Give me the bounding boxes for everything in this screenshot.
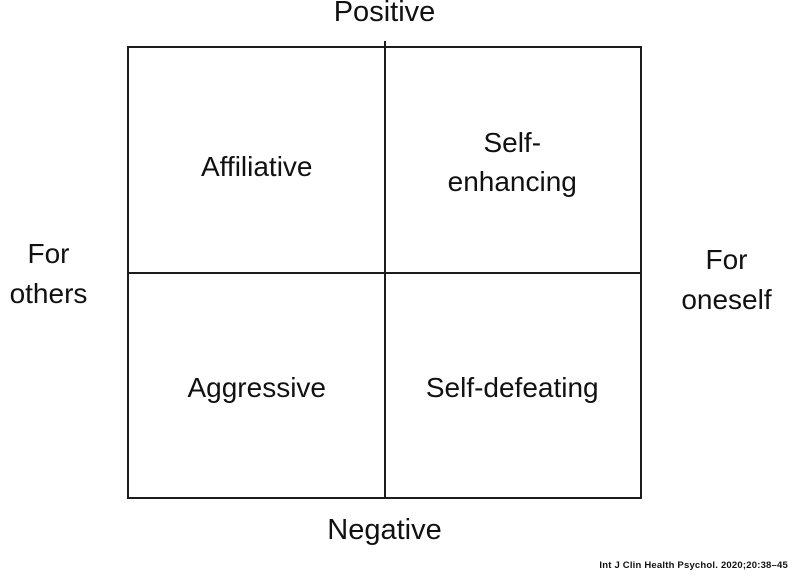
quadrant-self-enhancing-label: Self- enhancing bbox=[448, 123, 577, 201]
quadrant-grid: Affiliative Self- enhancing Aggressive S… bbox=[127, 41, 642, 499]
quadrant-self-enhancing-line1: Self- bbox=[483, 127, 542, 159]
quadrant-self-defeating: Self-defeating bbox=[385, 273, 641, 498]
quadrant-aggressive-label: Aggressive bbox=[187, 372, 326, 404]
axis-label-for-others: For others bbox=[0, 234, 97, 314]
quadrant-self-defeating-label: Self-defeating bbox=[425, 372, 599, 404]
axis-label-negative: Negative bbox=[327, 514, 442, 546]
quadrant-affiliative: Affiliative bbox=[129, 48, 385, 273]
horizontal-divider bbox=[129, 271, 640, 274]
quadrant-self-enhancing: Self- enhancing bbox=[385, 48, 641, 273]
axis-label-for-others-line1: For bbox=[27, 238, 70, 269]
quadrant-self-enhancing-line2: enhancing bbox=[447, 166, 577, 198]
axis-label-for-others-line2: others bbox=[9, 278, 88, 309]
quadrant-affiliative-label: Affiliative bbox=[200, 150, 313, 182]
axis-label-positive: Positive bbox=[333, 0, 436, 28]
quadrant-aggressive: Aggressive bbox=[129, 273, 385, 498]
axis-label-for-oneself-line2: oneself bbox=[681, 284, 772, 315]
vertical-divider-overshoot-tick bbox=[383, 41, 386, 48]
journal-citation: Int J Clin Health Psychol. 2020;20:38–45 bbox=[599, 560, 788, 571]
axis-label-for-oneself: For oneself bbox=[660, 240, 793, 320]
axis-label-for-oneself-line1: For bbox=[705, 244, 748, 275]
